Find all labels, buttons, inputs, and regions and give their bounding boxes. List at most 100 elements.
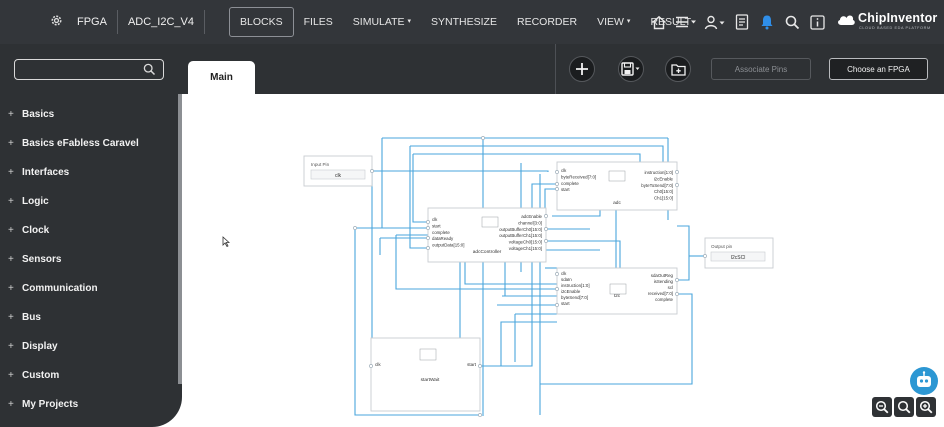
chevron-down-icon: ▾ (626, 18, 631, 25)
sidebar-item-logic[interactable]: + Logic (0, 187, 176, 216)
sidebar-item-basics-efabless-caravel[interactable]: + Basics eFabless Caravel (0, 129, 176, 158)
input-pin-block[interactable]: Input Pin clk (303, 155, 373, 187)
port-label: dataReady (432, 236, 454, 241)
info-icon[interactable] (806, 11, 828, 33)
input-pin-title: Input Pin (311, 162, 330, 167)
sidebar-item-custom[interactable]: +Custom (0, 361, 176, 390)
sidebar-item-bus[interactable]: +Bus (0, 303, 176, 332)
i2c-block[interactable]: clksdaIninstruction[1:0]i2cEnablebyteSen… (556, 267, 678, 315)
sidebar-item-my-projects[interactable]: +My Projects (0, 390, 176, 419)
search-icon[interactable] (781, 11, 803, 33)
choose-fpga-button[interactable]: Choose an FPGA (829, 58, 928, 80)
port-label: sdaOutReg (651, 273, 674, 278)
port-label: voltageCh1[15:0] (509, 246, 542, 251)
port-label: i2cEnable (561, 289, 581, 294)
menu-item-simulate[interactable]: SIMULATE▾ (343, 7, 421, 37)
port-label: start (467, 362, 477, 367)
wire (395, 235, 557, 290)
sidebar-item-clock[interactable]: +Clock (0, 216, 176, 245)
menu-item-view[interactable]: VIEW▾ (587, 7, 640, 37)
port-label: sdaIn (561, 277, 572, 282)
tab-main[interactable]: Main (188, 61, 255, 94)
expand-icon: + (8, 283, 14, 294)
new-folder-icon[interactable] (665, 56, 691, 82)
menu-item-blocks[interactable]: BLOCKS (229, 7, 294, 37)
associate-pins-button[interactable]: Associate Pins (711, 58, 811, 80)
wire (677, 225, 690, 281)
wire (540, 293, 693, 385)
zoom-out-icon[interactable] (872, 397, 892, 417)
sidebar-item-label: Sensors (22, 254, 62, 265)
wire (412, 154, 428, 223)
wire (480, 321, 557, 367)
expand-icon: + (8, 196, 14, 207)
sidebar-item-basics[interactable]: +Basics (0, 100, 176, 129)
sidebar-scrollbar[interactable] (178, 94, 182, 384)
chevron-down-icon: ▾ (407, 18, 412, 25)
sidebar-item-label: Display (22, 341, 58, 352)
document-icon[interactable] (731, 11, 753, 33)
port-label: clk (561, 168, 567, 173)
block-library-sidebar: +Basics + Basics eFabless Caravel +Interfac… (0, 44, 182, 427)
wire (371, 170, 549, 172)
block-icon (609, 283, 627, 295)
sidebar-item-label: Clock (22, 225, 50, 236)
sidebar-item-label: Logic (22, 196, 49, 207)
menu-item-files[interactable]: FILES (294, 7, 343, 37)
expand-icon: + (8, 254, 14, 265)
zoom-reset-icon[interactable] (894, 397, 914, 417)
project-name: ADC_I2C_V4 (127, 16, 194, 28)
output-pin-block[interactable]: Output pin I2cSCl (704, 237, 774, 269)
gear-icon[interactable] (45, 14, 67, 30)
menu-item-recorder[interactable]: RECORDER (507, 7, 587, 37)
port-label: Ch1[15:0] (654, 196, 673, 201)
brand-logo[interactable]: ChipInventor CLOUD BASED EDA PLATFORM (836, 10, 944, 36)
save-icon[interactable] (618, 56, 644, 82)
add-icon[interactable] (569, 56, 595, 82)
port-label: complete (432, 230, 450, 235)
circuit-diagram: Input Pin clk Output pin I2cSCl clkstart… (303, 136, 774, 417)
expand-icon: + (8, 138, 14, 149)
expand-icon: + (8, 399, 14, 410)
menu-item-synthesize[interactable]: SYNTHESIZE (421, 7, 507, 37)
port-label: instruction[1:0] (561, 283, 590, 288)
menu-item-result[interactable]: RESULT (640, 7, 701, 37)
port-label: complete (655, 297, 673, 302)
port-label: byteToSend[7:0] (641, 183, 673, 188)
block-icon (481, 216, 499, 228)
home-icon[interactable] (648, 11, 670, 33)
port-label: clk (375, 362, 381, 367)
expand-icon: + (8, 312, 14, 323)
sidebar-item-interfaces[interactable]: +Interfaces (0, 158, 176, 187)
port-label: outputData[15:0] (432, 243, 464, 248)
divider (116, 10, 118, 34)
sidebar-item-label: Basics eFabless Caravel (22, 138, 139, 149)
sidebar-item-sensors[interactable]: + Sensors (0, 245, 176, 274)
search-input[interactable] (14, 59, 164, 80)
bell-icon[interactable] (756, 11, 778, 33)
sidebar-item-label: Custom (22, 370, 60, 381)
user-icon[interactable] (702, 11, 728, 33)
block-name: startWait (421, 377, 440, 383)
start-wait-block[interactable]: clk start startWait (370, 337, 481, 412)
port-label: start (561, 187, 570, 192)
output-pin-value: I2cSCl (731, 255, 746, 261)
search-icon[interactable] (143, 63, 156, 76)
sidebar-item-communication[interactable]: +Communication (0, 274, 176, 303)
port-label: scl (668, 285, 673, 290)
robot-assistant-icon[interactable] (910, 367, 938, 395)
block-name: adcController (473, 249, 502, 255)
adc-controller-block[interactable]: clkstartcompletedataReadyoutputData[15:0… (427, 207, 547, 263)
port-label: Ch0[15:0] (654, 189, 673, 194)
port-label: outputBufferCh0[15:0] (499, 227, 542, 232)
output-pin-title: Output pin (711, 244, 733, 249)
adc-block[interactable]: clkbyteReceived[7:0]completestartinstruc… (556, 161, 678, 211)
zoom-in-icon[interactable] (916, 397, 936, 417)
sidebar-item-display[interactable]: +Display (0, 332, 176, 361)
mouse-cursor-icon (222, 236, 230, 247)
list-menu-icon[interactable] (673, 11, 699, 33)
wire (546, 240, 621, 270)
